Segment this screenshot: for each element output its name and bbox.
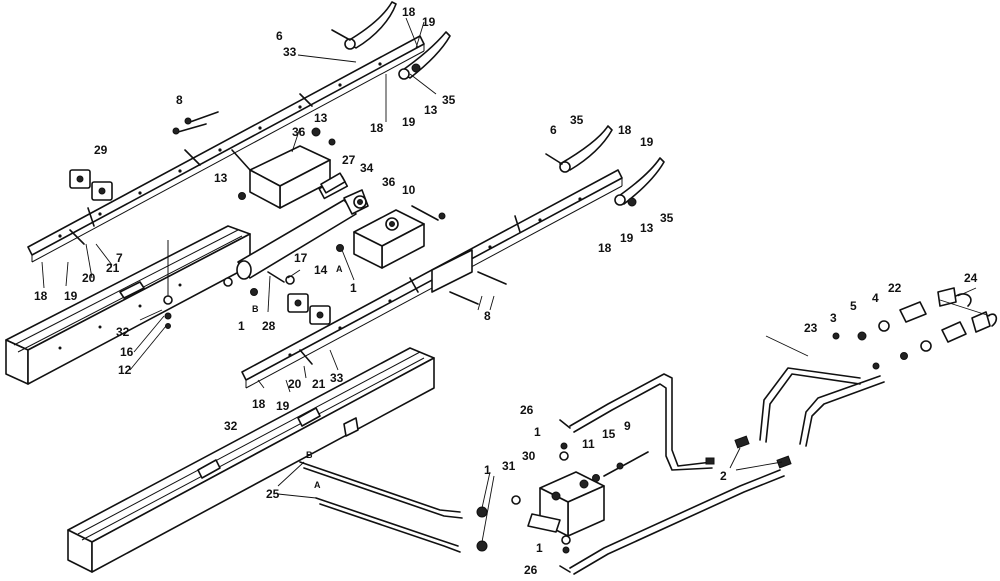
lower-mount-bracket: [353, 209, 425, 269]
upper-mount-bracket: [231, 145, 331, 209]
tine-clamp-lower: [287, 293, 331, 325]
callout-10: 10: [402, 183, 416, 197]
callout-7: 7: [116, 251, 123, 265]
callout-13: 13: [424, 103, 438, 117]
callout-8: 8: [484, 309, 491, 323]
callout-29: 29: [94, 143, 108, 157]
upper-bed-rail: [5, 225, 251, 385]
callout-19: 19: [422, 15, 436, 29]
callout-5: 5: [850, 299, 857, 313]
couplers: [705, 287, 998, 469]
fasteners: [69, 29, 637, 365]
callout-6: 6: [550, 123, 557, 137]
callout-1: 1: [350, 281, 357, 295]
callout-26: 26: [524, 563, 538, 577]
callout-27: 27: [342, 153, 356, 167]
lower-beam-plate: [431, 249, 473, 293]
upper-toolbar-beam: [27, 35, 425, 263]
callout-18: 18: [402, 5, 416, 19]
callout-19: 19: [640, 135, 654, 149]
callout-25: 25: [266, 487, 280, 501]
callout-20: 20: [288, 377, 302, 391]
port-letters: B A B A: [252, 264, 343, 490]
callout-24: 24: [964, 271, 978, 285]
callout-13: 13: [214, 171, 228, 185]
callout-9: 9: [624, 419, 631, 433]
callout-19: 19: [276, 399, 290, 413]
callout-26: 26: [520, 403, 534, 417]
callout-19: 19: [620, 231, 634, 245]
callout-35: 35: [570, 113, 584, 127]
callout-33: 33: [283, 45, 297, 59]
callout-36: 36: [292, 125, 306, 139]
callout-3: 3: [830, 311, 837, 325]
callout-22: 22: [888, 281, 902, 295]
callout-13: 13: [314, 111, 328, 125]
callout-1: 1: [484, 463, 491, 477]
hydraulic-hoses: [299, 367, 885, 575]
callout-35: 35: [442, 93, 456, 107]
callout-28: 28: [262, 319, 276, 333]
callout-2: 2: [720, 469, 727, 483]
callout-labels: 33 6 18 19 18 19 13 35 8 13 36 29 27 13 …: [34, 5, 978, 577]
callout-1: 1: [238, 319, 245, 333]
callout-30: 30: [522, 449, 536, 463]
callout-21: 21: [106, 261, 120, 275]
port-letter-B: B: [306, 450, 313, 460]
callout-18: 18: [370, 121, 384, 135]
callout-18: 18: [34, 289, 48, 303]
callout-11: 11: [582, 437, 595, 451]
callout-31: 31: [502, 459, 516, 473]
callout-23: 23: [804, 321, 818, 335]
callout-19: 19: [64, 289, 78, 303]
lower-bed-rail: [67, 347, 435, 573]
callout-18: 18: [252, 397, 266, 411]
callout-20: 20: [82, 271, 96, 285]
callout-35: 35: [660, 211, 674, 225]
tine-clamp-upper: [69, 169, 113, 201]
callout-33: 33: [330, 371, 344, 385]
callout-17: 17: [294, 251, 308, 265]
callout-18: 18: [618, 123, 632, 137]
port-letter-A: A: [314, 480, 321, 490]
callout-1: 1: [534, 425, 541, 439]
callout-34: 34: [360, 161, 374, 175]
callout-14: 14: [314, 263, 328, 277]
callout-16: 16: [120, 345, 134, 359]
callout-19: 19: [402, 115, 416, 129]
callout-8: 8: [176, 93, 183, 107]
control-valve: [476, 419, 649, 573]
lower-tines: [559, 125, 665, 206]
callout-13: 13: [640, 221, 654, 235]
callout-12: 12: [118, 363, 132, 377]
callout-21: 21: [312, 377, 326, 391]
leader-lines: [41, 17, 991, 543]
callout-32: 32: [116, 325, 130, 339]
callout-18: 18: [598, 241, 612, 255]
callout-32: 32: [224, 419, 238, 433]
port-letter-B: B: [252, 304, 259, 314]
callout-4: 4: [872, 291, 879, 305]
callout-36: 36: [382, 175, 396, 189]
callout-15: 15: [602, 427, 616, 441]
callout-1: 1: [536, 541, 543, 555]
callout-6: 6: [276, 29, 283, 43]
port-letter-A: A: [336, 264, 343, 274]
